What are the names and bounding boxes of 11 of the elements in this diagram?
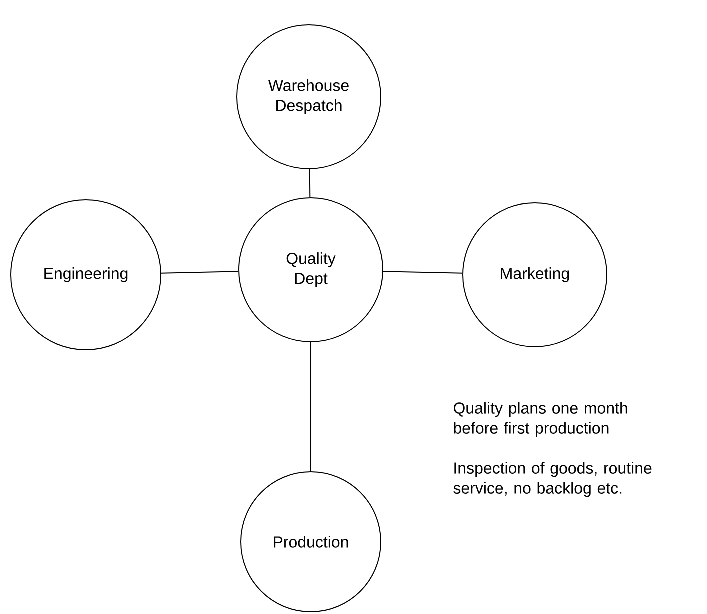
connector-line [382, 271, 464, 274]
circle-node: Warehouse Despatch [236, 24, 382, 170]
circle-node: Engineering [10, 200, 162, 350]
note-text: Inspection of goods, routine service, no backlog etc. [454, 462, 652, 498]
circle-node: Quality Dept [238, 198, 384, 342]
connector-line [160, 271, 240, 274]
connector-line [310, 342, 312, 472]
circle-node: Production [240, 472, 382, 612]
circle-node: Marketing [462, 202, 608, 348]
connector-line [309, 169, 311, 198]
note-text: Quality plans one month before first production [454, 402, 628, 438]
